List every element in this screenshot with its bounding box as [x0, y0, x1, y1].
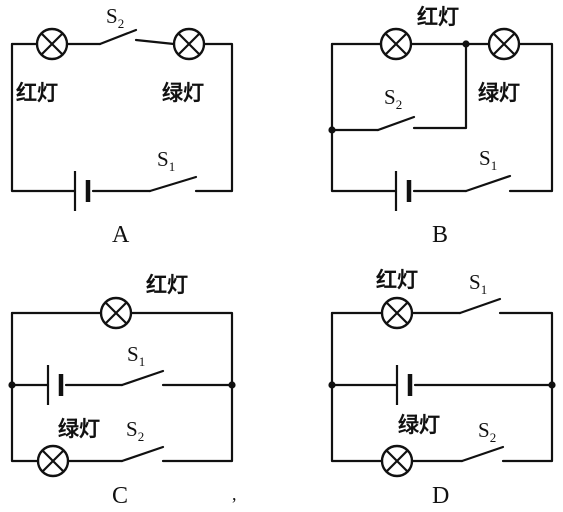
option-d-label: D — [432, 483, 449, 509]
circuit-b-s2-label: S2 — [384, 85, 402, 112]
circuit-b-junction-left — [328, 126, 336, 134]
circuit-c-switch-s2 — [120, 445, 165, 463]
circuit-b-green-lamp-label: 绿灯 — [478, 81, 520, 105]
circuit-b-s1-label: S1 — [479, 146, 497, 173]
circuit-d-green-lamp-label: 绿灯 — [398, 413, 440, 437]
circuit-d-switch-s2 — [460, 445, 505, 463]
circuit-a-red-lamp-label: 红灯 — [16, 81, 58, 105]
option-b-label: B — [432, 222, 448, 248]
circuit-c-wire-right — [129, 311, 234, 463]
circuit-c-green-lamp-label: 绿灯 — [58, 417, 100, 441]
circuit-d-s2-label: S2 — [478, 418, 496, 445]
circuit-c-s2-label: S2 — [126, 417, 144, 444]
circuit-a-switch-s2 — [98, 28, 138, 46]
circuit-a: 红灯 绿灯 S2 S1 A — [10, 4, 234, 248]
circuit-b-green-lamp — [487, 27, 521, 61]
circuit-a-green-lamp-label: 绿灯 — [162, 81, 204, 105]
circuit-c-green-lamp — [36, 444, 70, 478]
circuit-b-red-lamp-label: 红灯 — [417, 5, 459, 29]
circuit-a-s2-label: S2 — [106, 4, 124, 31]
circuit-d-switch-s1 — [458, 297, 502, 315]
circuit-d-wire-right — [498, 311, 554, 463]
circuit-a-wire-top-mid2 — [134, 38, 176, 46]
circuit-b-wire-branch-right — [412, 42, 468, 130]
circuit-a-switch-s1 — [148, 175, 198, 193]
circuit-d-wire-left — [330, 311, 384, 463]
stray-mark: , — [232, 484, 237, 504]
circuit-c-red-lamp — [99, 296, 133, 330]
circuit-b-wire-left — [330, 42, 398, 193]
circuit-c: 红灯 S1 绿灯 S2 C — [8, 273, 236, 509]
circuit-a-wire-right — [194, 42, 234, 193]
circuit-b-red-lamp — [379, 27, 413, 61]
circuit-d-battery — [395, 365, 413, 405]
option-c-label: C — [112, 483, 128, 509]
circuit-b-wire-right — [508, 42, 554, 193]
circuit-d-red-lamp-label: 红灯 — [376, 268, 418, 292]
circuit-b-junction-top — [462, 40, 470, 48]
circuit-a-green-lamp — [172, 27, 206, 61]
circuit-c-switch-s1 — [120, 369, 165, 387]
circuit-d-red-lamp — [380, 296, 414, 330]
circuit-c-s1-label: S1 — [127, 342, 145, 369]
circuit-d-green-lamp — [380, 444, 414, 478]
circuit-a-battery — [73, 171, 91, 211]
circuit-d-junction-left — [328, 381, 336, 389]
circuit-a-s1-label: S1 — [157, 147, 175, 174]
option-a-label: A — [112, 222, 130, 248]
circuit-a-red-lamp — [35, 27, 69, 61]
circuit-c-wire-left — [10, 311, 40, 463]
circuit-d: 红灯 S1 绿灯 S2 D — [328, 268, 556, 509]
circuit-b: 红灯 绿灯 S2 S1 B — [328, 5, 554, 248]
circuit-d-s1-label: S1 — [469, 270, 487, 297]
circuit-c-junction-left — [8, 381, 16, 389]
circuit-a-wire-left — [10, 42, 77, 193]
circuit-b-battery — [394, 171, 412, 211]
circuit-c-battery — [46, 365, 64, 405]
circuit-b-switch-s2 — [376, 115, 416, 132]
circuit-c-red-lamp-label: 红灯 — [146, 273, 188, 297]
circuit-d-junction-right — [548, 381, 556, 389]
circuit-c-junction-right — [228, 381, 236, 389]
circuit-b-switch-s1 — [464, 174, 512, 193]
